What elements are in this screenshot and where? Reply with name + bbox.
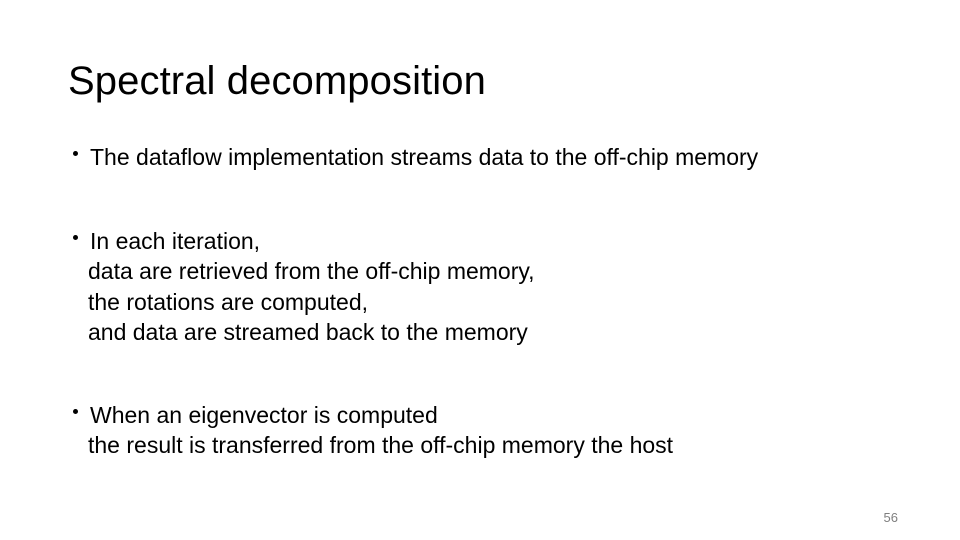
bullet-item-1: The dataflow implementation streams data… (68, 142, 898, 173)
bullet-item-3: When an eigenvector is computed the resu… (68, 400, 898, 461)
bullet-item-2: In each iteration, data are retrieved fr… (68, 226, 898, 348)
bullet-line: and data are streamed back to the memory (88, 319, 528, 345)
bullet-line: the rotations are computed, (88, 288, 368, 315)
page-number: 56 (883, 510, 898, 525)
bullet-point-icon (73, 151, 78, 156)
bullet-item-3-text: When an eigenvector is computed the resu… (88, 400, 898, 461)
bullet-line: data are retrieved from the off-chip mem… (88, 258, 535, 284)
bullet-line: When an eigenvector is computed (90, 401, 438, 428)
page-title: Spectral decomposition (68, 59, 486, 103)
bullet-item-1-text: The dataflow implementation streams data… (90, 142, 898, 173)
bullet-point-icon (73, 408, 78, 414)
bullet-line: In each iteration, (90, 227, 261, 254)
bullet-point-icon (73, 234, 78, 240)
slide-body: The dataflow implementation streams data… (68, 140, 898, 461)
bullet-item-2-text: In each iteration, data are retrieved fr… (88, 226, 898, 348)
bullet-line: the result is transferred from the off-c… (88, 432, 674, 458)
bullet-line: The dataflow implementation streams data… (90, 144, 759, 170)
